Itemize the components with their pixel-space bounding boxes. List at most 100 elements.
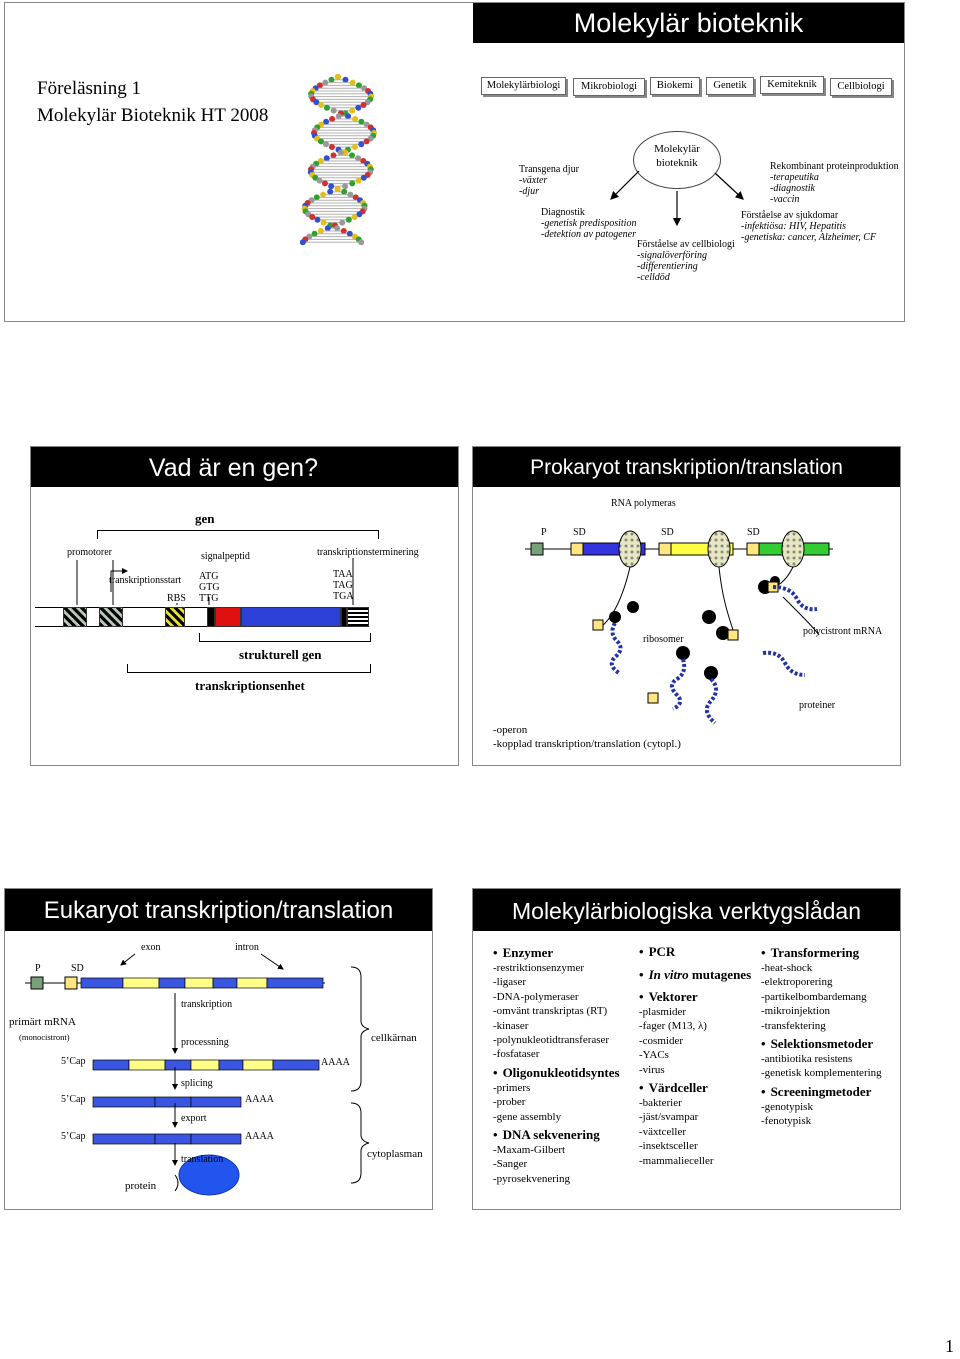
helix-atom: [345, 216, 352, 223]
ribosomer-label: ribosomer: [643, 634, 684, 645]
helix-atom: [299, 239, 306, 246]
transkription-label: transkription: [181, 999, 233, 1010]
polycistront-label: polycistront mRNA: [803, 626, 883, 637]
helix-atom: [317, 138, 324, 145]
helix-atom: [335, 113, 342, 120]
bullet-icon: [761, 1036, 771, 1051]
toolbox-item: -gene assembly: [493, 1110, 620, 1124]
invitro-heading: In vitro mutagenes: [639, 967, 751, 983]
heading-label: Transformering: [770, 945, 860, 960]
helix-atom: [355, 155, 362, 162]
aaaa-label: AAAA: [245, 1131, 274, 1142]
helix-atom: [323, 118, 330, 125]
pcr-label: PCR: [648, 944, 676, 959]
helix-atom: [334, 186, 341, 192]
item-label: -elektroporering: [761, 976, 833, 989]
item-label: -DNA-polymeraser: [493, 990, 579, 1003]
toolbox-item: -mammalieceller: [639, 1154, 714, 1168]
toolbox-item: -elektroporering: [761, 975, 882, 989]
invitro-label: In vitro: [648, 967, 689, 982]
helix-atom: [317, 228, 324, 234]
page-number: 1: [945, 1336, 954, 1356]
sjukdomar-block: Förståelse av sjukdomar -infektiösa: HIV…: [741, 210, 876, 243]
pcr-heading: PCR: [639, 944, 675, 960]
lecture-title-line2: Molekylär Bioteknik HT 2008: [37, 105, 269, 126]
helix-atom: [355, 82, 362, 89]
mutagenes-label: mutagenes: [688, 967, 752, 982]
toolbox-item: -pyrosekvenering: [493, 1172, 620, 1186]
intron-segment: [122, 977, 160, 989]
toolbox-item: -bakterier: [639, 1096, 714, 1110]
intron-segment: [190, 1059, 220, 1071]
heading-label: Vektorer: [648, 989, 698, 1004]
toolbox-heading: Transformering: [761, 945, 882, 961]
slide1-header-title: Molekylär bioteknik: [573, 8, 804, 38]
item-label: -plasmider: [639, 1006, 687, 1018]
item-label: -kinaser: [493, 1019, 529, 1032]
toolbox-item: -polynukleotidtransferaser: [493, 1033, 620, 1047]
bullet-icon: [761, 1084, 771, 1099]
helix-atom: [313, 194, 320, 201]
item-label: -insektsceller: [639, 1140, 698, 1153]
sjukdomar-line: -infektiösa: HIV, Hepatitis: [741, 221, 847, 232]
toolbox-item: -virus: [639, 1063, 714, 1077]
toolbox-item: -prober: [493, 1095, 620, 1109]
helix-atom: [317, 158, 324, 164]
sd-label: SD: [71, 963, 84, 974]
promotorer-label: promotorer: [67, 547, 112, 558]
cellbiologi-line: -celldöd: [637, 272, 670, 283]
helix-atom: [328, 183, 335, 190]
helix-atom: [351, 214, 358, 220]
helix-atom: [329, 116, 336, 122]
center-line1: Molekylär: [654, 143, 700, 155]
item-label: -mammalieceller: [639, 1154, 714, 1167]
item-label: -fager (M13, λ): [639, 1020, 707, 1033]
toolbox-item: -jäst/svampar: [639, 1110, 714, 1124]
helix-atom: [358, 239, 365, 246]
toolbox-item: -YACs: [639, 1048, 714, 1062]
item-label: -virus: [639, 1063, 665, 1076]
bullet-icon: [639, 1080, 649, 1095]
item-label: -transfektering: [761, 1019, 826, 1032]
slide-prokaryot: Prokaryot transkription/translation RNA …: [472, 446, 901, 766]
export-label: export: [181, 1113, 207, 1124]
terminering-label: transkriptionsterminering: [317, 547, 419, 558]
helix-atom: [328, 144, 335, 150]
intron-segment: [128, 1059, 166, 1071]
helix-atom: [309, 214, 316, 220]
protein-label: protein: [125, 1180, 157, 1192]
start-codon-box: [207, 607, 215, 627]
helix-atom: [358, 118, 365, 125]
item-label: -heat-shock: [761, 962, 813, 974]
exon-segment: [92, 1096, 156, 1108]
toolbox-item: -restriktionsenzymer: [493, 961, 620, 975]
toolbox-item: -DNA-polymeraser: [493, 990, 620, 1004]
bullet-icon: [761, 945, 771, 960]
helix-atom: [322, 79, 329, 86]
exon-segment: [158, 977, 186, 989]
bullet-icon: [493, 945, 503, 960]
strukturell-gen-label: strukturell gen: [239, 647, 322, 662]
toolbox-item: -Sanger: [493, 1157, 620, 1171]
cellbiologi-block: Förståelse av cellbiologi -signalöverför…: [637, 239, 735, 283]
helix-atom: [356, 211, 363, 218]
exon-segment: [154, 1096, 192, 1108]
note-line: -operon: [493, 724, 528, 736]
item-label: -polynukleotidtransferaser: [493, 1034, 610, 1047]
helix-atom: [351, 144, 358, 150]
bullet-icon: [639, 967, 649, 982]
rekombinant-title: Rekombinant proteinproduktion: [770, 161, 899, 172]
tab-label: Cellbiologi: [837, 81, 885, 92]
transkriptionsenhet-label: transkriptionsenhet: [195, 678, 305, 693]
structural-gene-box: [241, 607, 341, 627]
lecture-title-line1: Föreläsning 1: [37, 78, 141, 99]
promotor-box: [99, 607, 123, 627]
toolbox-item: -genetisk komplementering: [761, 1066, 882, 1080]
cytoplasman-label: cytoplasman: [367, 1148, 423, 1160]
codon: GTG: [199, 582, 220, 593]
cellbiologi-title: Förståelse av cellbiologi: [637, 239, 735, 250]
item-label: -YACs: [639, 1049, 669, 1062]
cellbiologi-line: -signalöverföring: [637, 250, 707, 261]
center-line2: bioteknik: [656, 157, 698, 169]
rbs-box: [165, 607, 185, 627]
